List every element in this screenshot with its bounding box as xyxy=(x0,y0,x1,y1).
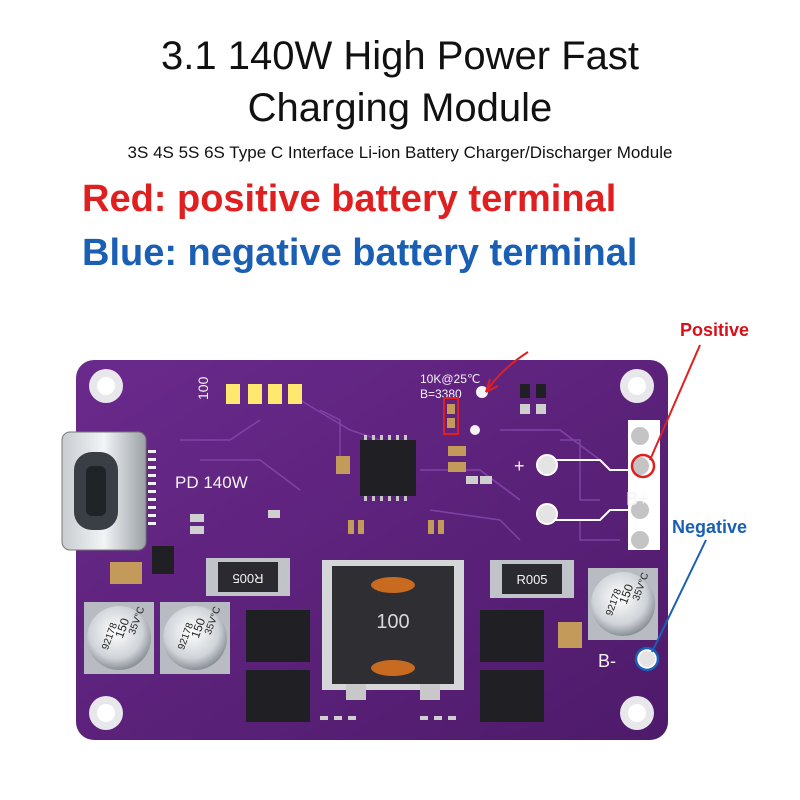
positive-terminal-circle xyxy=(630,453,656,479)
usb-pads xyxy=(148,450,156,525)
title-line-2: Charging Module xyxy=(247,86,553,130)
product-subtitle: 3S 4S 5S 6S Type C Interface Li-ion Batt… xyxy=(127,143,673,162)
thermistor-spec-1: 10K@25℃ xyxy=(420,372,480,386)
capacitor-1: 92178 150 35V°C xyxy=(84,602,154,674)
thermistor-red-arrow xyxy=(485,351,529,393)
negative-callout: Negative xyxy=(672,517,748,537)
pcb-traces xyxy=(180,399,620,541)
svg-text:150: 150 xyxy=(616,582,636,606)
led-label: 100 xyxy=(195,376,211,400)
status-leds xyxy=(226,384,302,404)
controller-ic xyxy=(360,435,416,501)
svg-text:150: 150 xyxy=(112,616,132,640)
power-inductor: 100 xyxy=(322,560,464,700)
negative-terminal-circle xyxy=(634,646,660,672)
battery-terminal-pads xyxy=(536,420,660,669)
product-title: 3.1 140W High Power Fast Charging Module xyxy=(0,30,800,134)
svg-text:R005: R005 xyxy=(232,571,263,586)
edge-pads xyxy=(320,716,456,720)
smd-components xyxy=(110,384,582,648)
capacitor-3: 92178 150 35V°C xyxy=(588,568,658,640)
mounting-holes xyxy=(89,369,654,730)
plus-mark: + xyxy=(514,456,525,476)
pd-label: PD 140W xyxy=(175,473,248,492)
current-sense-resistor-left: R005 xyxy=(206,558,290,596)
svg-text:100: 100 xyxy=(376,611,409,633)
current-sense-resistor-right: R005 xyxy=(490,560,574,598)
mosfets xyxy=(246,610,544,722)
title-line-1: 3.1 140W High Power Fast xyxy=(161,34,639,78)
usb-c-port xyxy=(61,431,147,551)
svg-text:150: 150 xyxy=(188,616,208,640)
thermistor-highlight xyxy=(443,397,459,435)
positive-arrow xyxy=(649,344,701,461)
positive-callout: Positive xyxy=(680,320,750,340)
bplus-label: B+ xyxy=(626,489,649,509)
capacitor-2: 92178 150 35V°C xyxy=(160,602,230,674)
legend-red: Red: positive battery terminal xyxy=(82,178,617,220)
svg-text:R005: R005 xyxy=(516,572,547,587)
bminus-label: B- xyxy=(598,651,616,671)
negative-arrow xyxy=(651,539,707,653)
legend-blue: Blue: negative battery terminal xyxy=(82,232,638,274)
thermistor-pad xyxy=(476,386,488,398)
